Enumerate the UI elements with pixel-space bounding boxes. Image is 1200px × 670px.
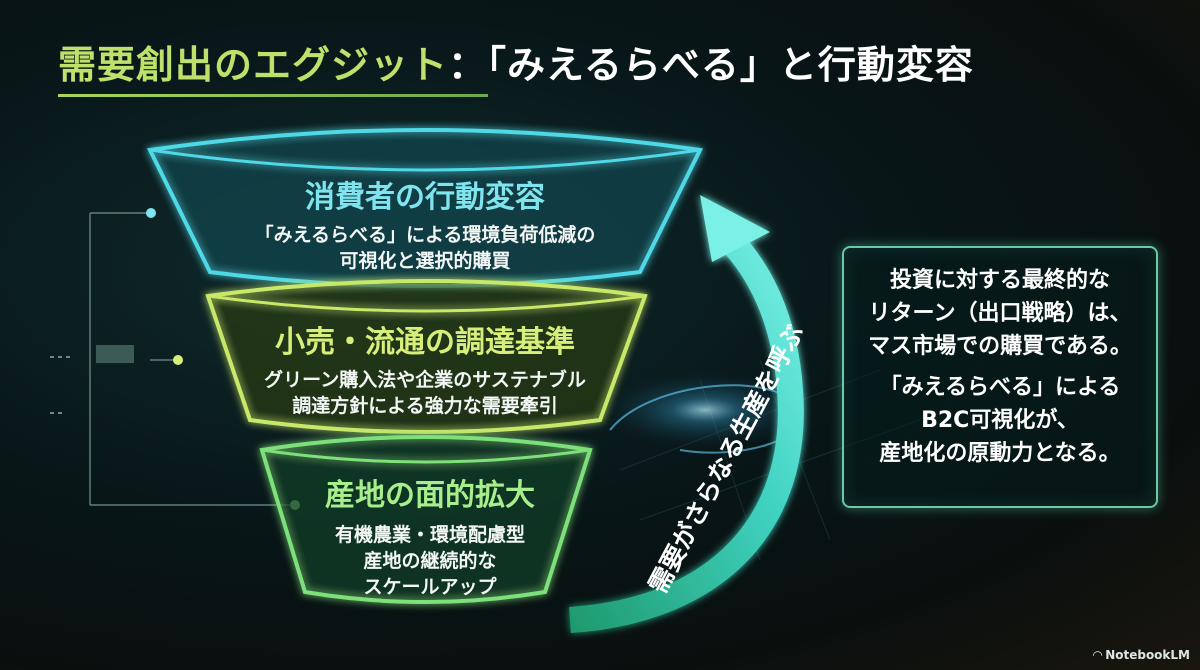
- level-2-heading: 小売・流通の調達基準: [275, 325, 575, 360]
- box-line: 「みえるらべる」による: [879, 375, 1121, 400]
- title-rest: ：「みえるらべる」と行動変容: [448, 43, 974, 87]
- left-connectors: [89, 212, 295, 506]
- arrow-head: [700, 195, 770, 262]
- funnel-level-3-text: 産地の面的拡大 有機農業・環境配慮型 産地の継続的な スケールアップ: [280, 470, 580, 600]
- box-line: 投資に対する最終的な: [889, 268, 1110, 293]
- funnel-level-1-text: 消費者の行動変容 「みえるらべる」による環境負荷低減の 可視化と選択的購買: [225, 172, 625, 274]
- notebooklm-logo-icon: ◠: [1092, 648, 1103, 662]
- decor-dots: [50, 345, 134, 414]
- exit-strategy-box: 投資に対する最終的な リターン（出口戦略）は、 マス市場での購買である。 「みえ…: [842, 246, 1158, 508]
- title-highlight: 需要創出のエグジット: [58, 43, 449, 87]
- funnel-level-1: [146, 128, 704, 288]
- connector-dot-2: [173, 355, 183, 365]
- level-2-desc-line: 調達方針による強力な需要牽引: [292, 395, 558, 417]
- funnel-level-2-text: 小売・流通の調達基準 グリーン購入法や企業のサステナブル 調達方針による強力な需…: [240, 317, 610, 419]
- level-1-desc-line: 「みえるらべる」による環境負荷低減の: [254, 224, 596, 246]
- box-paragraph-2: 「みえるらべる」による B2C可視化が、 産地化の原動力となる。: [844, 371, 1156, 470]
- level-1-heading: 消費者の行動変容: [305, 180, 545, 215]
- box-line: B2C可視化が、: [921, 408, 1079, 433]
- level-1-desc-line: 可視化と選択的購買: [339, 250, 511, 272]
- funnel-level-3: [259, 435, 593, 604]
- box-paragraph-1: 投資に対する最終的な リターン（出口戦略）は、 マス市場での購買である。: [844, 264, 1156, 363]
- box-line: リターン（出口戦略）は、: [868, 301, 1132, 326]
- brand-label: NotebookLM: [1105, 648, 1190, 662]
- title-underline: [58, 94, 488, 97]
- level-3-desc-line: 有機農業・環境配慮型: [334, 524, 525, 546]
- funnel-level-2: [205, 279, 648, 434]
- level-2-desc-line: グリーン購入法や企業のサステナブル: [264, 369, 586, 391]
- box-line: マス市場での購買である。: [868, 334, 1132, 359]
- box-line: 産地化の原動力となる。: [879, 441, 1121, 466]
- cycle-arrow: [569, 195, 804, 633]
- swirl-glow: [595, 370, 815, 450]
- brand-watermark: ◠NotebookLM: [1093, 648, 1190, 662]
- level-3-heading: 産地の面的拡大: [325, 478, 535, 513]
- page-title: 需要創出のエグジット：「みえるらべる」と行動変容: [58, 34, 974, 89]
- level-3-desc-line: 産地の継続的な: [363, 550, 497, 572]
- level-3-desc-line: スケールアップ: [363, 576, 497, 598]
- connector-dot-1: [146, 208, 156, 218]
